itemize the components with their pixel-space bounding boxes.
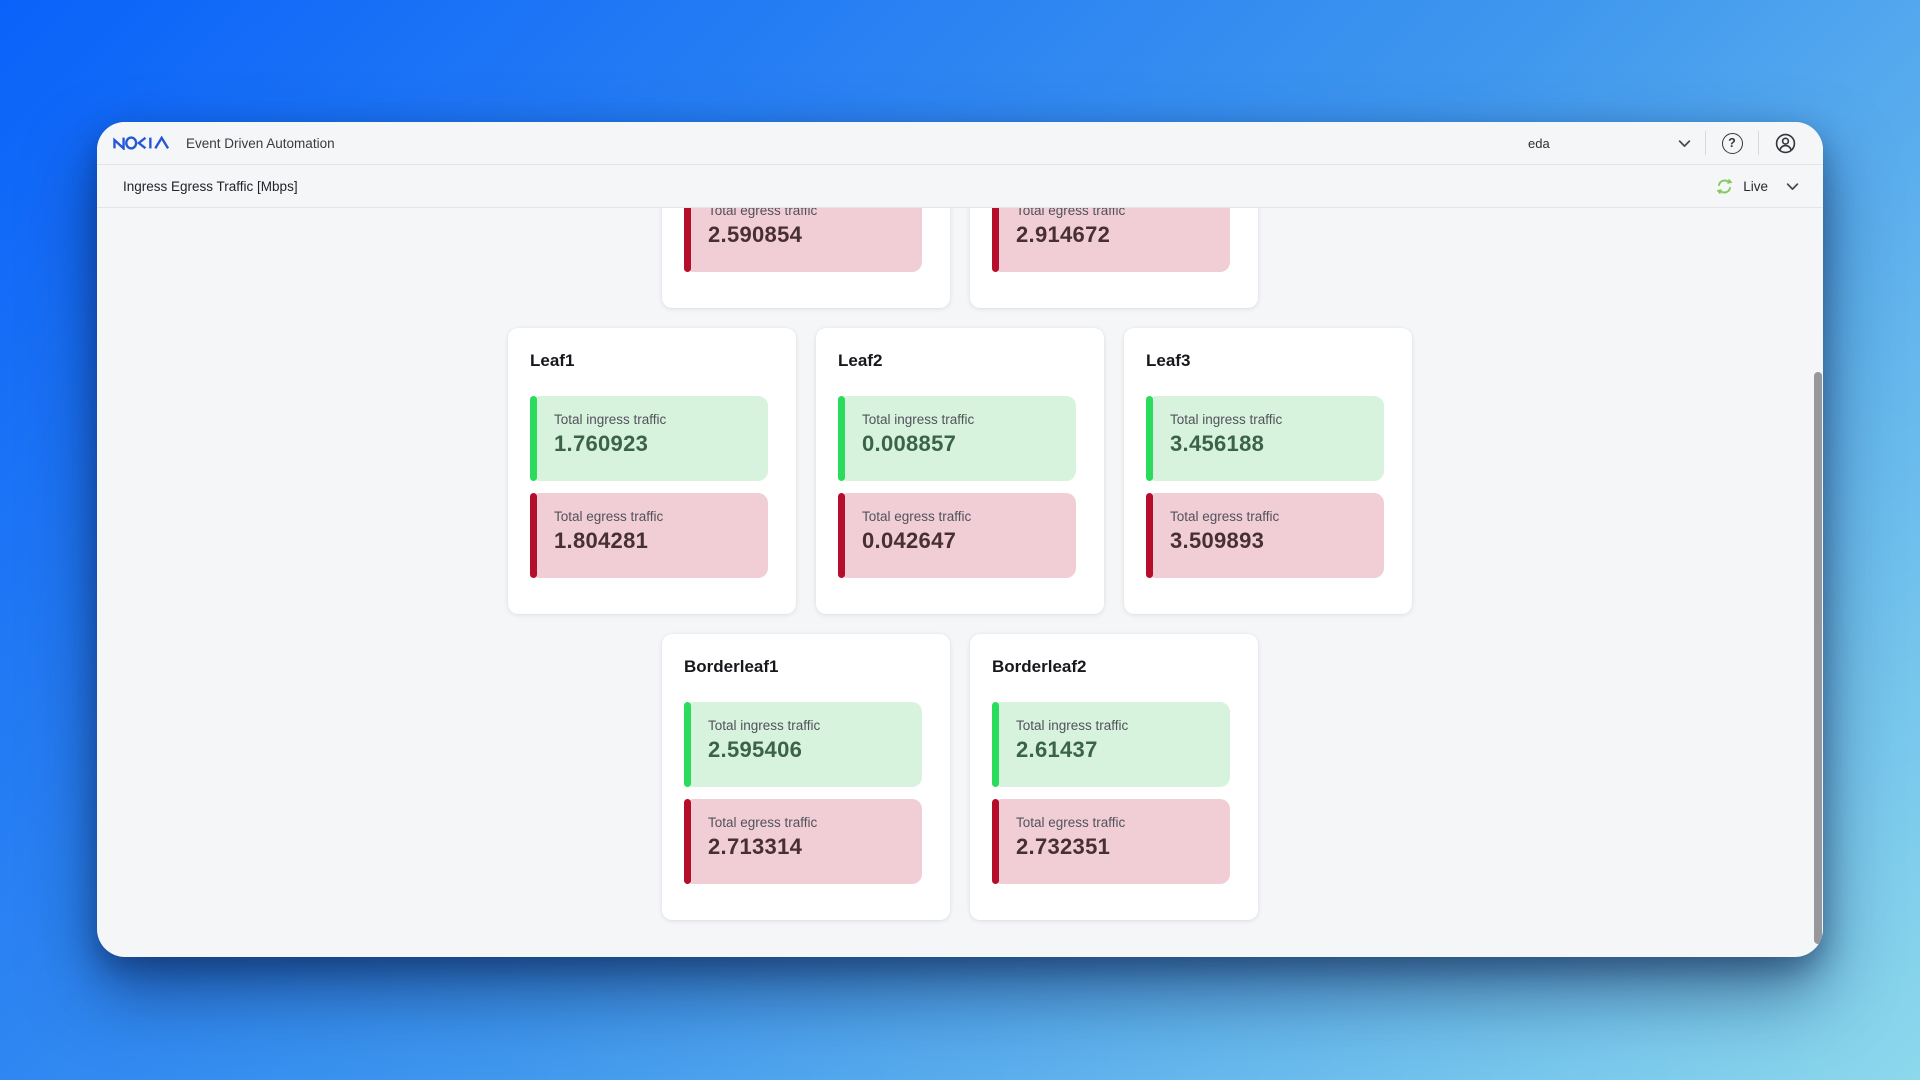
help-button[interactable]: ? xyxy=(1720,131,1744,155)
egress-metric-tile: Total egress traffic 2.914672 xyxy=(992,208,1230,272)
vertical-scrollbar-thumb[interactable] xyxy=(1814,372,1822,944)
device-card-leaf3: Leaf3 Total ingress traffic 3.456188 Tot… xyxy=(1124,328,1412,614)
person-circle-icon xyxy=(1775,133,1795,153)
metric-value: 2.590854 xyxy=(708,222,803,247)
metric-value: 2.713314 xyxy=(708,834,803,859)
dashboard-content: Total egress traffic 2.590854 Total egre… xyxy=(97,208,1823,957)
metric-label: Total egress traffic xyxy=(1016,208,1126,218)
nokia-logo xyxy=(113,136,171,150)
metric-value: 0.042647 xyxy=(862,528,957,553)
device-card: Total egress traffic 2.590854 xyxy=(662,208,950,308)
device-card-title: Borderleaf2 xyxy=(992,657,1087,676)
card-row-top: Total egress traffic 2.590854 Total egre… xyxy=(662,208,1258,308)
device-card-title: Leaf3 xyxy=(1146,351,1191,370)
metric-label: Total egress traffic xyxy=(1170,509,1280,524)
metric-label: Total egress traffic xyxy=(554,509,664,524)
egress-metric-tile: Total egress traffic 2.713314 xyxy=(684,799,922,884)
header-actions: eda ? xyxy=(1528,131,1797,155)
device-card-title: Leaf2 xyxy=(838,351,883,370)
ingress-metric-tile: Total ingress traffic 0.008857 xyxy=(838,396,1076,481)
metric-label: Total ingress traffic xyxy=(1170,412,1283,427)
egress-metric-tile: Total egress traffic 2.732351 xyxy=(992,799,1230,884)
ingress-metric-tile: Total ingress traffic 2.61437 xyxy=(992,702,1230,787)
help-icon: ? xyxy=(1721,132,1743,154)
metric-value: 2.595406 xyxy=(708,737,803,762)
metric-value: 2.914672 xyxy=(1016,222,1111,247)
app-window: Event Driven Automation eda ? xyxy=(97,122,1823,957)
header-divider xyxy=(1705,131,1706,155)
metric-label: Total ingress traffic xyxy=(1016,718,1129,733)
app-title: Event Driven Automation xyxy=(186,135,335,151)
live-mode-selector[interactable]: Live xyxy=(1715,177,1799,196)
metric-value: 3.509893 xyxy=(1170,528,1265,553)
header-divider xyxy=(1758,131,1759,155)
refresh-icon xyxy=(1716,178,1733,194)
metric-label: Total egress traffic xyxy=(862,509,972,524)
card-row-borderleafs: Borderleaf1 Total ingress traffic 2.5954… xyxy=(662,634,1258,920)
chevron-down-icon xyxy=(1678,139,1691,147)
account-button[interactable] xyxy=(1773,131,1797,155)
workspace-selector[interactable]: eda xyxy=(1528,136,1691,151)
egress-metric-tile: Total egress traffic 2.590854 xyxy=(684,208,922,272)
metric-label: Total ingress traffic xyxy=(708,718,821,733)
egress-metric-tile: Total egress traffic 0.042647 xyxy=(838,493,1076,578)
card-row-leafs: Leaf1 Total ingress traffic 1.760923 Tot… xyxy=(508,328,1412,614)
dashboard-toolbar: Ingress Egress Traffic [Mbps] Live xyxy=(97,164,1823,208)
ingress-metric-tile: Total ingress traffic 2.595406 xyxy=(684,702,922,787)
metric-label: Total ingress traffic xyxy=(862,412,975,427)
metric-label: Total ingress traffic xyxy=(554,412,667,427)
device-card-leaf2: Leaf2 Total ingress traffic 0.008857 Tot… xyxy=(816,328,1104,614)
dashboard-title: Ingress Egress Traffic [Mbps] xyxy=(123,178,298,194)
metric-label: Total egress traffic xyxy=(708,815,818,830)
device-card-title: Borderleaf1 xyxy=(684,657,779,676)
app-header: Event Driven Automation eda ? xyxy=(97,122,1823,164)
metric-value: 1.804281 xyxy=(554,528,649,553)
metric-label: Total egress traffic xyxy=(708,208,818,218)
device-card: Total egress traffic 2.914672 xyxy=(970,208,1258,308)
device-card-leaf1: Leaf1 Total ingress traffic 1.760923 Tot… xyxy=(508,328,796,614)
device-card-borderleaf1: Borderleaf1 Total ingress traffic 2.5954… xyxy=(662,634,950,920)
nokia-logo-icon xyxy=(113,136,170,150)
egress-metric-tile: Total egress traffic 1.804281 xyxy=(530,493,768,578)
ingress-metric-tile: Total ingress traffic 1.760923 xyxy=(530,396,768,481)
live-label: Live xyxy=(1743,178,1768,194)
metric-value: 2.732351 xyxy=(1016,834,1111,859)
ingress-metric-tile: Total ingress traffic 3.456188 xyxy=(1146,396,1384,481)
metric-value: 3.456188 xyxy=(1170,431,1265,456)
workspace-selector-value: eda xyxy=(1528,135,1550,151)
metric-value: 2.61437 xyxy=(1016,737,1098,762)
device-card-borderleaf2: Borderleaf2 Total ingress traffic 2.6143… xyxy=(970,634,1258,920)
metric-label: Total egress traffic xyxy=(1016,815,1126,830)
egress-metric-tile: Total egress traffic 3.509893 xyxy=(1146,493,1384,578)
metric-value: 1.760923 xyxy=(554,431,649,456)
device-card-title: Leaf1 xyxy=(530,351,575,370)
chevron-down-icon xyxy=(1786,182,1799,190)
metric-value: 0.008857 xyxy=(862,431,957,456)
